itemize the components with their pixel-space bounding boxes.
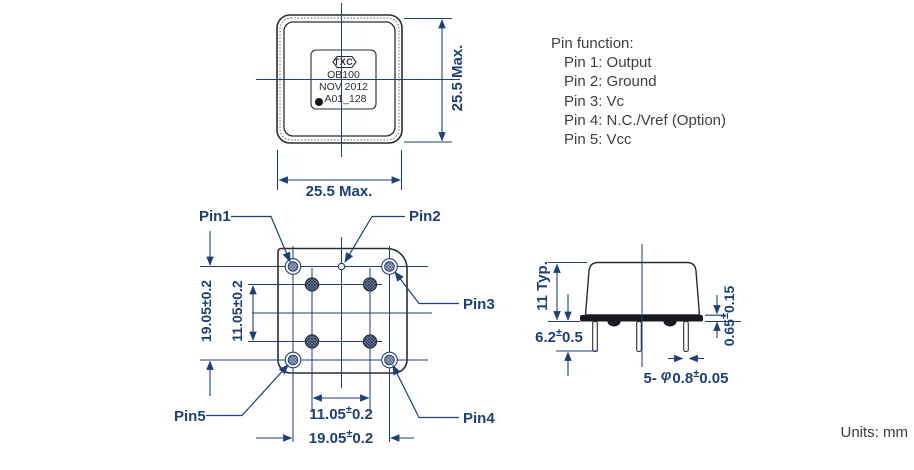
pin-function-title: Pin function: (551, 35, 634, 52)
marking-date-code: NOV 2012 (318, 81, 369, 93)
bottom-view (200, 215, 459, 442)
dim-row-pitch-outer: 19.05±0.2 (198, 279, 214, 343)
txc-logo-text: TXC (333, 57, 354, 67)
top-view (256, 3, 460, 190)
dim-body-height: 11 Typ. (533, 261, 551, 311)
pin-leader-lines (206, 215, 459, 419)
pin-function-item: Pin 2: Ground (564, 73, 657, 91)
standoff-bump (607, 321, 621, 327)
mounting-studs (304, 277, 378, 349)
txc-logo-outline (332, 55, 357, 69)
pin1-label: Pin1 (199, 208, 231, 225)
pin-function-item: Pin 1: Output (564, 54, 652, 72)
pin-function-block: Pin function: Pin 1: Output Pin 2: Groun… (551, 34, 726, 149)
pin3-label: Pin3 (463, 296, 495, 313)
pin1-pad (284, 258, 302, 275)
dim-top-width: 25.5 Max. (305, 182, 373, 200)
pin2-label: Pin2 (409, 208, 441, 225)
dim-base-thickness: 0.65±0.15 (719, 285, 737, 347)
pin4-label: Pin4 (463, 410, 495, 427)
dim-col-pitch-inner: 11.05±0.2 (309, 404, 373, 423)
corner-pin-pads (284, 258, 398, 369)
dim-row-pitch-inner: 11.05±0.2 (229, 280, 245, 342)
pin2-hole (337, 262, 346, 271)
pin3-pad (381, 258, 398, 275)
pin4-pad (381, 351, 398, 369)
pin5-label: Pin5 (174, 408, 206, 425)
dim-pin-length: 6.2±0.5 (535, 327, 583, 346)
marking-model: OB100 (327, 69, 360, 81)
standoff-bump (663, 321, 677, 327)
side-pins (592, 320, 689, 353)
marking-lot-code: A01_128 (324, 93, 367, 105)
pin-function-item: Pin 3: Vc (564, 92, 625, 110)
dim-top-height: 25.5 Max. (448, 44, 466, 112)
pin5-pad (284, 351, 302, 369)
pin-function-item: Pin 5: Vcc (564, 131, 632, 149)
units-note: Units: mm (840, 424, 909, 441)
phi-symbol: φ (660, 366, 672, 384)
pin-function-item: Pin 4: N.C./Vref (Option) (564, 111, 726, 129)
dim-col-pitch-outer: 19.05±0.2 (308, 428, 374, 447)
side-view (548, 244, 741, 376)
pin1-index-dot (315, 98, 323, 106)
